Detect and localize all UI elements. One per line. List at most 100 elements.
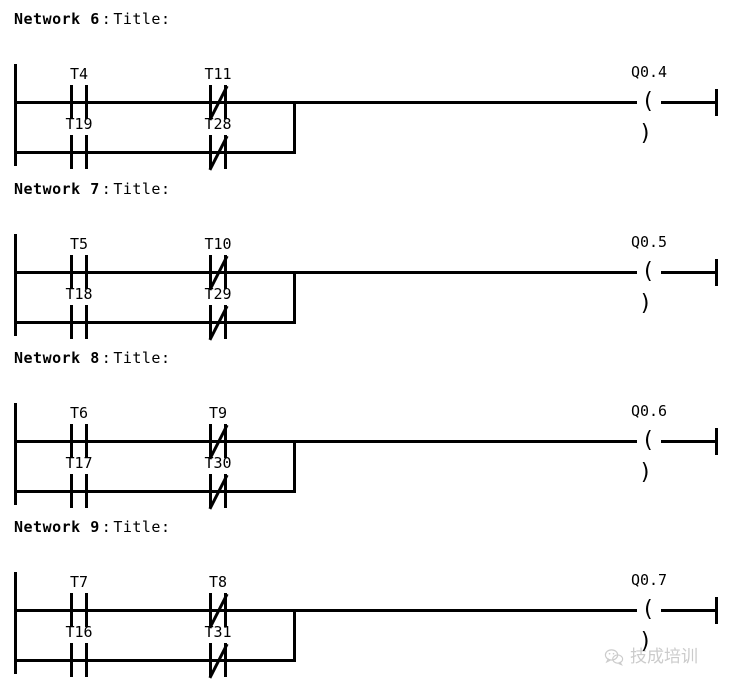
contact-bar-right [224, 424, 227, 458]
network-name: Network 8 [14, 349, 100, 367]
contact-negation-slash [208, 643, 229, 679]
contact-bar-left [70, 643, 73, 677]
output-coil[interactable]: ( ) [638, 597, 662, 654]
normally-closed-contact[interactable] [203, 305, 233, 341]
network-separator: : [101, 518, 112, 536]
normally-closed-contact[interactable] [203, 474, 233, 510]
coil-wire-gap [637, 269, 661, 276]
contact-bar-right [85, 593, 88, 627]
contact-label: T31 [204, 623, 232, 641]
contact-bar-right [85, 255, 88, 289]
normally-open-contact[interactable] [64, 474, 94, 508]
output-coil-label: Q0.5 [630, 233, 668, 251]
normally-open-contact[interactable] [64, 305, 94, 339]
contact-negation-slash [208, 305, 229, 341]
contact-bar-left [209, 424, 212, 458]
normally-closed-contact[interactable] [203, 135, 233, 171]
normally-closed-contact[interactable] [203, 643, 233, 679]
contact-bar-left [209, 85, 212, 119]
network-name: Network 7 [14, 180, 100, 198]
contact-label: T4 [69, 65, 89, 83]
output-coil[interactable]: ( ) [638, 89, 662, 146]
contact-negation-slash [208, 474, 229, 510]
contact-label: T6 [69, 404, 89, 422]
normally-closed-contact[interactable] [203, 424, 233, 460]
network-title: Title: [113, 180, 171, 198]
left-power-rail [14, 403, 17, 505]
output-coil[interactable]: ( ) [638, 428, 662, 485]
left-power-rail [14, 64, 17, 166]
contact-bar-left [70, 85, 73, 119]
rung-wire [14, 271, 296, 274]
contact-negation-slash [208, 255, 229, 291]
contact-label: T30 [204, 454, 232, 472]
contact-label: T10 [204, 235, 232, 253]
contact-negation-slash [208, 424, 229, 460]
branch-join-vertical [293, 101, 296, 154]
contact-bar-left [70, 593, 73, 627]
contact-bar-left [70, 255, 73, 289]
contact-bar-right [224, 643, 227, 677]
right-rail-terminator [715, 428, 718, 455]
output-wire [293, 101, 717, 104]
contact-bar-left [70, 474, 73, 508]
output-wire [293, 271, 717, 274]
output-coil[interactable]: ( ) [638, 259, 662, 316]
network-title: Title: [113, 349, 171, 367]
contact-negation-slash [208, 85, 229, 121]
contact-bar-right [224, 255, 227, 289]
slash-stroke [208, 474, 229, 510]
output-wire [293, 440, 717, 443]
contact-bar-left [70, 135, 73, 169]
normally-open-contact[interactable] [64, 424, 94, 458]
right-rail-terminator [715, 89, 718, 116]
normally-closed-contact[interactable] [203, 593, 233, 629]
contact-bar-right [85, 474, 88, 508]
contact-bar-left [209, 305, 212, 339]
rung-wire [14, 609, 296, 612]
output-coil-label: Q0.4 [630, 63, 668, 81]
contact-bar-right [85, 305, 88, 339]
branch-join-vertical [293, 609, 296, 662]
contact-label: T16 [65, 623, 93, 641]
contact-label: T7 [69, 573, 89, 591]
contact-label: T11 [204, 65, 232, 83]
branch-join-vertical [293, 440, 296, 493]
right-rail-terminator [715, 259, 718, 286]
normally-closed-contact[interactable] [203, 85, 233, 121]
normally-open-contact[interactable] [64, 593, 94, 627]
output-coil-label: Q0.6 [630, 402, 668, 420]
contact-negation-slash [208, 135, 229, 171]
normally-closed-contact[interactable] [203, 255, 233, 291]
normally-open-contact[interactable] [64, 255, 94, 289]
normally-open-contact[interactable] [64, 643, 94, 677]
watermark: 技成培训 [604, 644, 744, 670]
contact-bar-left [70, 305, 73, 339]
output-wire [293, 609, 717, 612]
network-header: Network 9:Title: [14, 518, 171, 540]
contact-bar-right [224, 85, 227, 119]
left-power-rail [14, 572, 17, 674]
contact-negation-slash [208, 593, 229, 629]
coil-wire-gap [637, 99, 661, 106]
normally-open-contact[interactable] [64, 135, 94, 169]
watermark-text: 技成培训 [630, 647, 698, 667]
contact-label: T17 [65, 454, 93, 472]
contact-label: T29 [204, 285, 232, 303]
network-name: Network 9 [14, 518, 100, 536]
output-coil-label: Q0.7 [630, 571, 668, 589]
contact-bar-right [85, 643, 88, 677]
contact-bar-left [209, 255, 212, 289]
contact-bar-right [224, 305, 227, 339]
contact-bar-right [85, 424, 88, 458]
left-power-rail [14, 234, 17, 336]
slash-stroke [208, 305, 229, 341]
normally-open-contact[interactable] [64, 85, 94, 119]
rung-wire [14, 101, 296, 104]
